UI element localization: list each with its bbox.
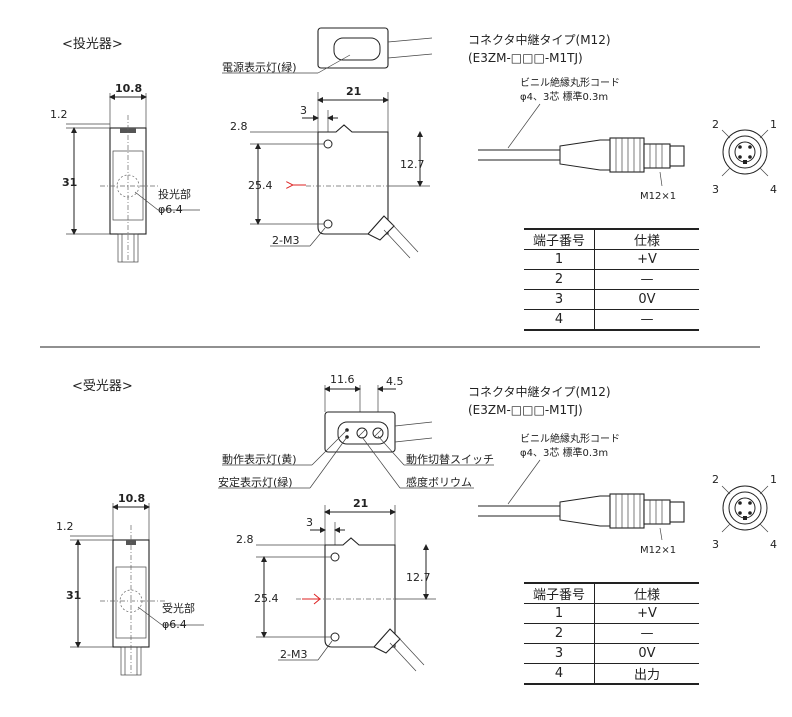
- receiver-top-view: 11.6 4.5 動作表示灯(黄) 安定表示灯(緑) 動作切替スイッチ 感: [218, 373, 494, 489]
- receiver-switch-label: 動作切替スイッチ: [406, 452, 494, 466]
- receiver-volume-label: 感度ボリウム: [406, 475, 472, 489]
- table-row: 2 —: [524, 623, 699, 644]
- receiver-pin-4: 4: [770, 538, 777, 551]
- receiver-side-view: 21 3 2.8 25.4 12.7 2-M3: [236, 497, 436, 672]
- receiver-terminal-table: 端子番号 仕様 1 +V 2 — 3 0V 4 出力: [524, 582, 699, 685]
- table-cell: 0V: [594, 643, 699, 664]
- table-header: 仕様: [594, 582, 699, 604]
- receiver-top-offset-dim: 1.2: [56, 520, 74, 533]
- table-cell: 4: [524, 663, 595, 685]
- receiver-d1-dim: 3: [306, 516, 313, 529]
- receiver-connector-title: コネクタ中継タイプ(M12): [468, 384, 611, 399]
- receiver-stab-led-label: 安定表示灯(緑): [218, 475, 293, 489]
- emitter-section: <投光器> 10.8 1.2 31 投光部 φ6.4: [50, 27, 777, 263]
- emitter-thread-label: M12×1: [640, 191, 676, 202]
- emitter-cable-spec: φ4、3芯 標準0.3m: [520, 90, 608, 103]
- table-header: 仕様: [594, 228, 699, 250]
- emitter-led-label: 電源表示灯(緑): [222, 60, 297, 74]
- emitter-lens-dia: φ6.4: [158, 203, 183, 216]
- emitter-terminal-table: 端子番号 仕様 1 +V 2 — 3 0V 4 —: [524, 228, 699, 331]
- receiver-top-a-dim: 11.6: [330, 373, 355, 386]
- receiver-depth-dim: 21: [353, 497, 368, 510]
- receiver-front-view: 10.8 1.2 31 受光部 φ6.4: [56, 492, 204, 676]
- table-row: 1 +V: [524, 249, 699, 270]
- table-row: 3 0V: [524, 643, 699, 664]
- table-cell: 2: [524, 269, 595, 290]
- receiver-pin-2: 2: [712, 473, 719, 486]
- emitter-pin-4: 4: [770, 183, 777, 196]
- emitter-d3-dim: 12.7: [400, 158, 425, 171]
- receiver-op-led-label: 動作表示灯(黄): [222, 452, 297, 466]
- receiver-connector: コネクタ中継タイプ(M12) (E3ZM-□□□-M1TJ) ビニル絶縁丸形コー…: [468, 384, 777, 556]
- table-cell: 4: [524, 309, 595, 331]
- receiver-lens-dia: φ6.4: [162, 618, 187, 631]
- table-cell: 3: [524, 643, 595, 664]
- table-header-row: 端子番号 仕様: [524, 228, 699, 250]
- table-cell: 2: [524, 623, 595, 644]
- emitter-pin-1: 1: [770, 118, 777, 131]
- receiver-connector-model: (E3ZM-□□□-M1TJ): [468, 403, 583, 417]
- receiver-pin-1: 1: [770, 473, 777, 486]
- emitter-screw-label: 2-M3: [272, 234, 299, 247]
- emitter-d1-dim: 3: [300, 104, 307, 117]
- receiver-top-b-dim: 4.5: [386, 375, 404, 388]
- table-row: 2 —: [524, 269, 699, 290]
- receiver-heading: <受光器>: [72, 379, 133, 394]
- emitter-heading: <投光器>: [62, 36, 123, 52]
- table-row: 4 出力: [524, 663, 699, 685]
- table-cell: 3: [524, 289, 595, 310]
- table-cell: +V: [594, 603, 699, 624]
- emitter-depth-dim: 21: [346, 85, 361, 98]
- emitter-width-dim: 10.8: [115, 82, 142, 95]
- table-cell: 0V: [594, 289, 699, 310]
- emitter-lens-label: 投光部: [158, 187, 191, 201]
- receiver-d2-dim: 2.8: [236, 533, 254, 546]
- receiver-d3-dim: 12.7: [406, 571, 431, 584]
- table-cell: —: [594, 269, 699, 290]
- table-row: 3 0V: [524, 289, 699, 310]
- emitter-top-offset-dim: 1.2: [50, 108, 68, 121]
- receiver-cable-label: ビニル絶縁丸形コード: [520, 432, 620, 445]
- emitter-cable-label: ビニル絶縁丸形コード: [520, 76, 620, 89]
- table-cell: +V: [594, 249, 699, 270]
- emitter-front-view: 10.8 1.2 31 投光部 φ6.4: [50, 82, 200, 263]
- table-cell: 1: [524, 603, 595, 624]
- receiver-section: <受光器> 10.8 1.2 31 受光部 φ6.4: [56, 373, 777, 676]
- receiver-height-dim: 31: [66, 589, 81, 602]
- receiver-d4-dim: 25.4: [254, 592, 279, 605]
- emitter-d2-dim: 2.8: [230, 120, 248, 133]
- table-header: 端子番号: [524, 228, 595, 250]
- table-row: 4 —: [524, 309, 699, 331]
- table-header: 端子番号: [524, 582, 595, 604]
- emitter-connector-title: コネクタ中継タイプ(M12): [468, 32, 611, 47]
- receiver-screw-label: 2-M3: [280, 648, 307, 661]
- emitter-pin-2: 2: [712, 118, 719, 131]
- table-cell: 1: [524, 249, 595, 270]
- receiver-lens-label: 受光部: [162, 601, 195, 615]
- emitter-top-view: 電源表示灯(緑): [222, 27, 433, 74]
- emitter-connector-model: (E3ZM-□□□-M1TJ): [468, 51, 583, 65]
- table-cell: —: [594, 309, 699, 331]
- receiver-cable-spec: φ4、3芯 標準0.3m: [520, 446, 608, 459]
- receiver-width-dim: 10.8: [118, 492, 145, 505]
- emitter-pin-3: 3: [712, 183, 719, 196]
- emitter-side-view: 21 3 2.8 25.4 12.7 2-M3: [230, 85, 430, 259]
- table-cell: 出力: [594, 663, 699, 685]
- emitter-height-dim: 31: [62, 176, 77, 189]
- receiver-pin-3: 3: [712, 538, 719, 551]
- table-header-row: 端子番号 仕様: [524, 582, 699, 604]
- receiver-thread-label: M12×1: [640, 545, 676, 556]
- emitter-connector: コネクタ中継タイプ(M12) (E3ZM-□□□-M1TJ) ビニル絶縁丸形コー…: [468, 32, 777, 202]
- emitter-d4-dim: 25.4: [248, 179, 273, 192]
- table-row: 1 +V: [524, 603, 699, 624]
- table-cell: —: [594, 623, 699, 644]
